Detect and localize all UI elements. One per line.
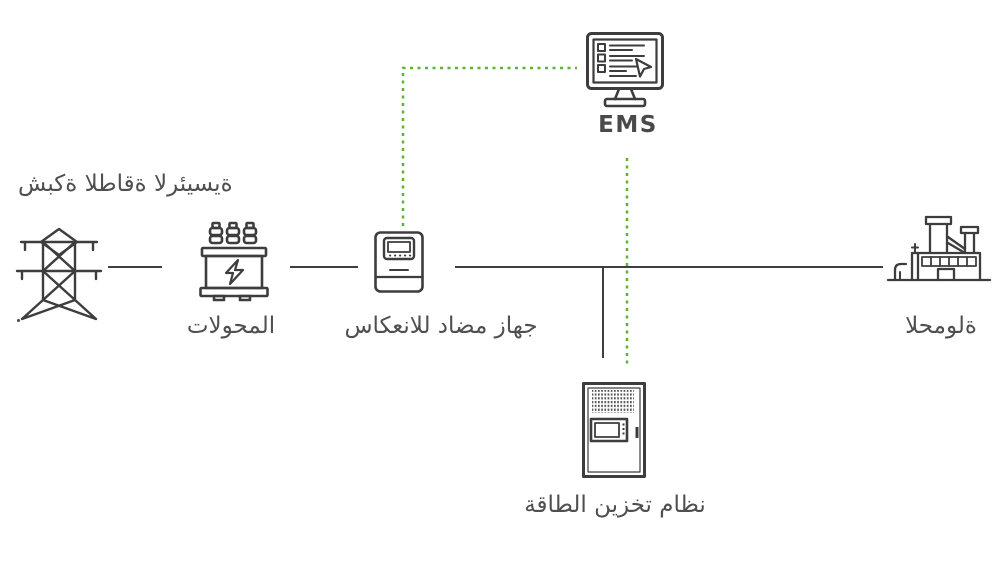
- load-label: ةلومحلا: [905, 313, 977, 339]
- energy-storage-label: نظام تخزين الطاقة: [524, 492, 706, 518]
- power-grid-label: ةيسيئرلا ةقاطلا ةكبش: [18, 171, 233, 197]
- battery-cabinet-icon: [582, 382, 646, 478]
- inverter-icon: [374, 231, 424, 293]
- green-dashed-inverter-to-ems: [401, 66, 577, 226]
- stray-dot: [17, 319, 20, 322]
- transformer-icon: [199, 221, 269, 302]
- ems-label: EMS: [598, 112, 658, 138]
- anti-backflow-device-label: جهاز مضاد للانعكاس: [344, 313, 538, 339]
- monitor-icon: [586, 32, 664, 108]
- factory-icon: [886, 215, 992, 282]
- transmission-tower-icon: [15, 227, 103, 321]
- transformers-label: المحولات: [186, 313, 276, 339]
